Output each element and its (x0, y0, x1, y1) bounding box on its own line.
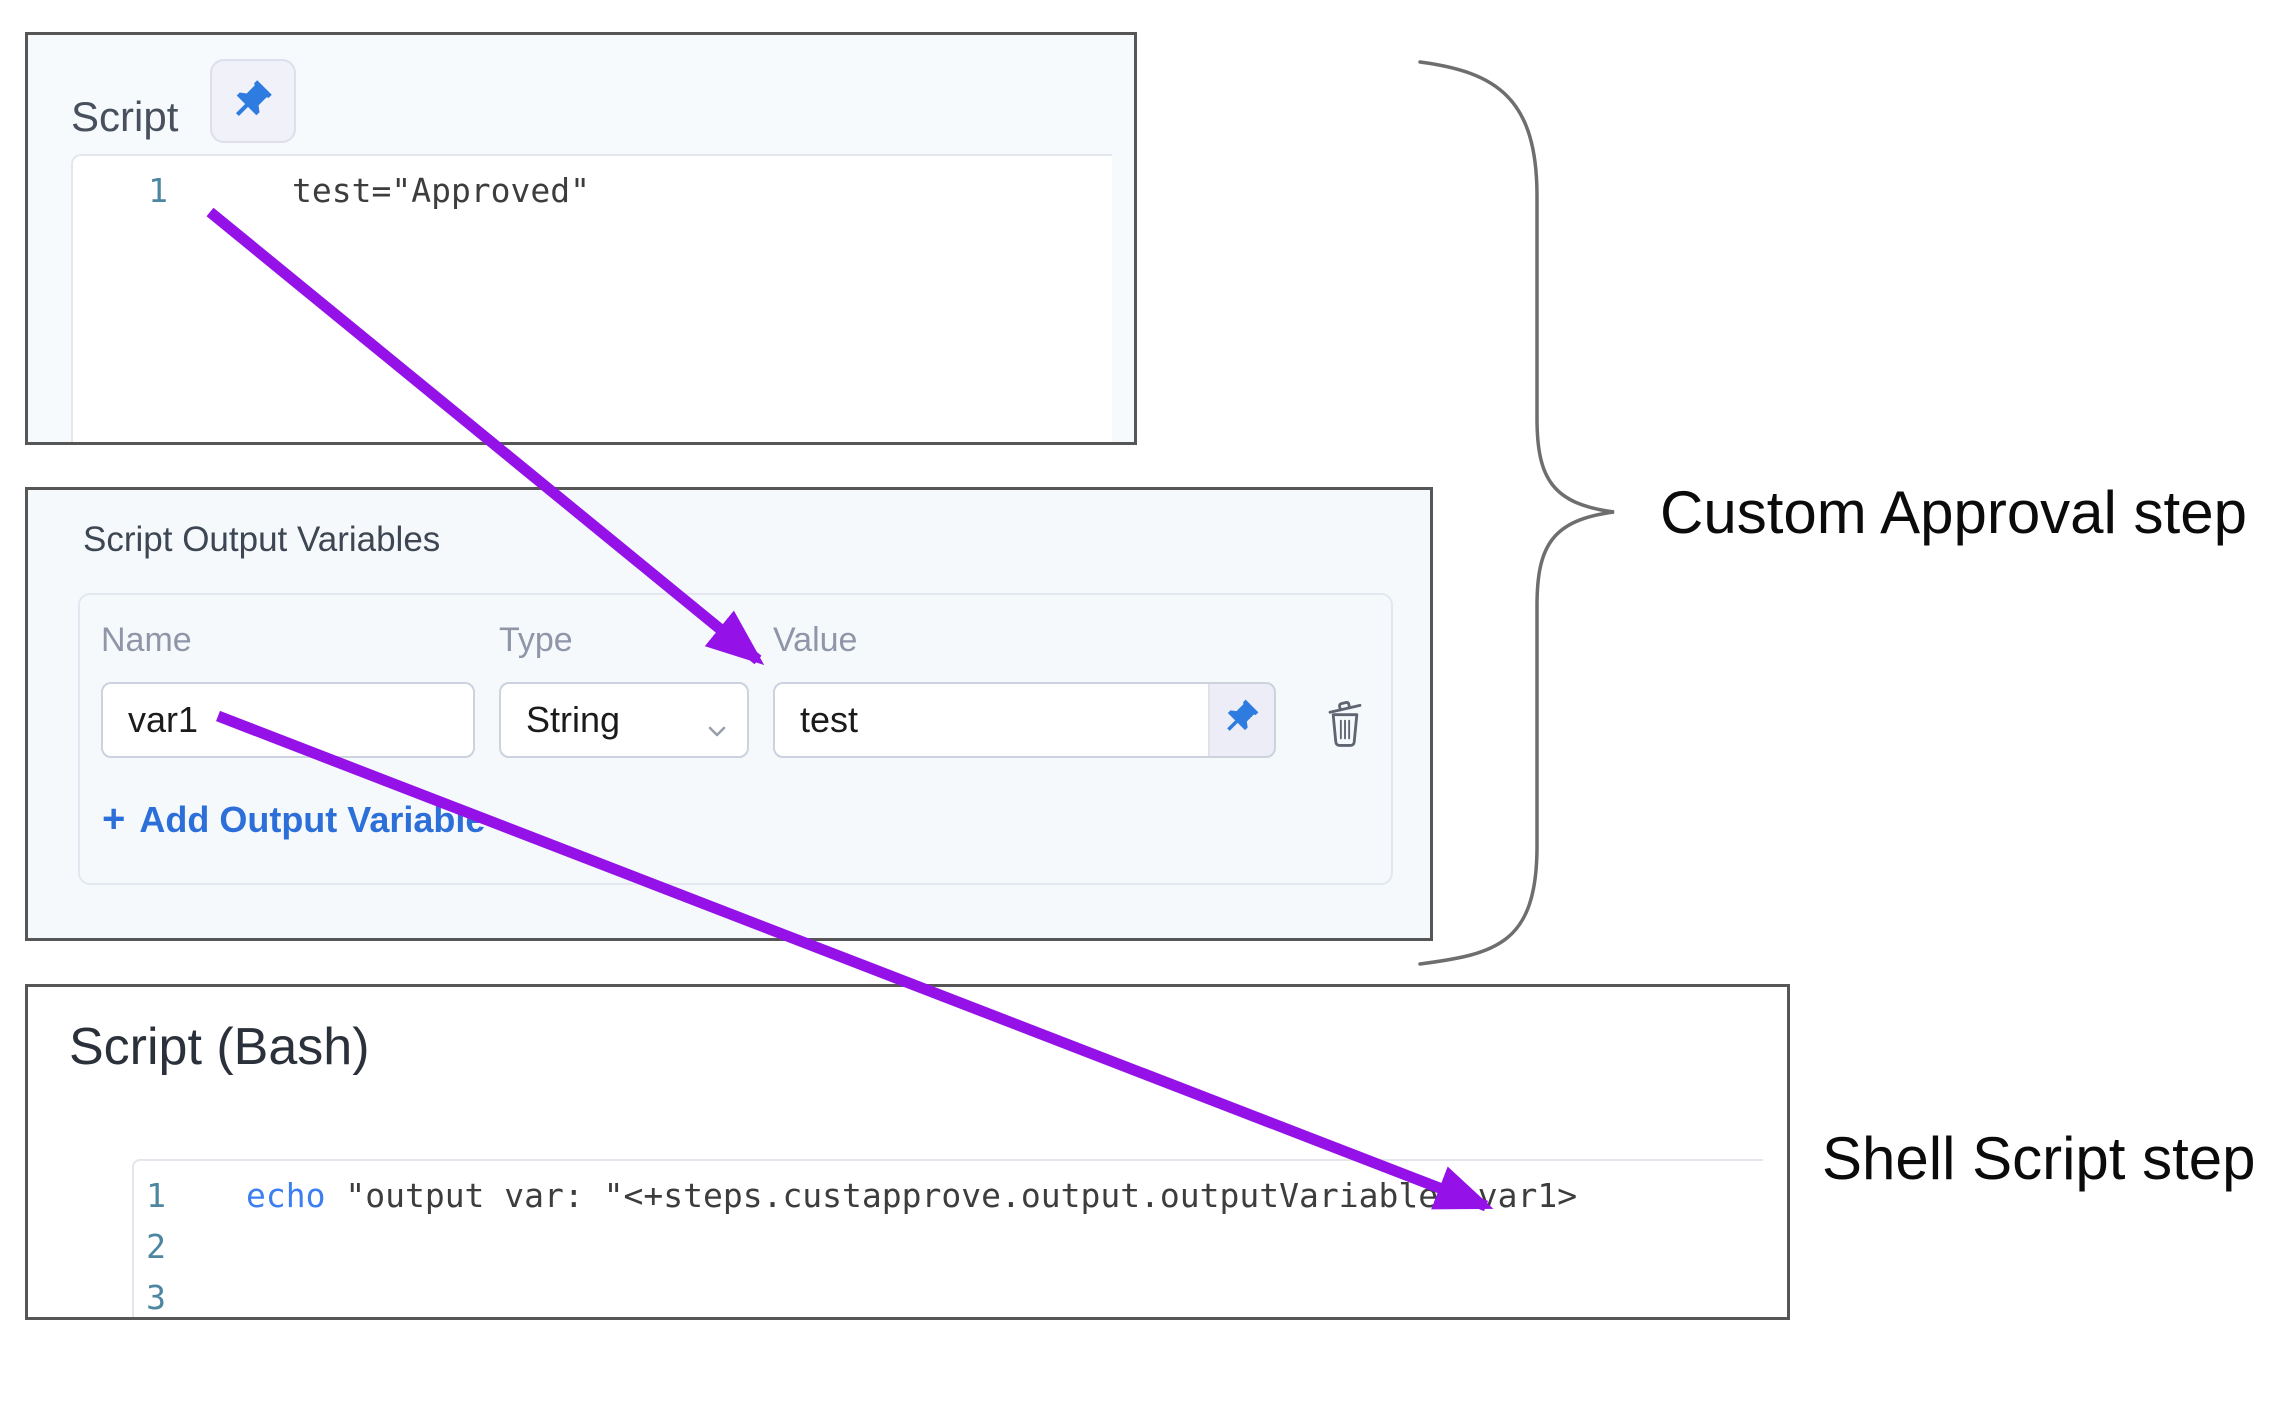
code-rest: "output var: "<+steps.custapprove.output… (325, 1176, 1578, 1215)
trash-icon (1322, 697, 1368, 754)
code-line: 1 echo "output var: "<+steps.custapprove… (134, 1170, 1763, 1221)
line-number: 1 (146, 1176, 166, 1215)
variable-value-input[interactable]: test (773, 682, 1276, 758)
add-output-variable-button[interactable]: + Add Output Variable (102, 797, 485, 842)
output-variables-fieldset: Name Type Value var1 String test (78, 593, 1393, 885)
value-column-label: Value (773, 621, 858, 659)
pushpin-icon (1222, 696, 1262, 745)
delete-variable-button[interactable] (1322, 699, 1368, 751)
custom-approval-step-label: Custom Approval step (1660, 479, 2247, 546)
code-text: test="Approved" (292, 171, 591, 210)
variable-name-input[interactable]: var1 (101, 682, 475, 758)
line-number: 1 (148, 171, 168, 210)
code-line: 3 (134, 1272, 1763, 1317)
bash-code-editor[interactable]: 1 echo "output var: "<+steps.custapprove… (132, 1159, 1763, 1317)
shell-script-step-label: Shell Script step (1822, 1125, 2256, 1192)
code-line: 2 (134, 1221, 1763, 1272)
variable-type-select[interactable]: String (499, 682, 749, 758)
type-column-label: Type (499, 621, 573, 659)
script-output-variables-panel: Script Output Variables Name Type Value … (25, 487, 1433, 941)
variable-value-text: test (775, 684, 1210, 756)
variable-name-value: var1 (128, 699, 199, 740)
pushpin-icon (230, 76, 276, 127)
line-number: 3 (146, 1278, 166, 1317)
add-output-variable-label: Add Output Variable (139, 799, 486, 840)
plus-icon: + (102, 797, 126, 841)
echo-keyword: echo (246, 1176, 326, 1215)
script-code-editor[interactable]: 1 test="Approved" (71, 154, 1112, 442)
code-line: 1 test="Approved" (73, 165, 1112, 216)
script-bash-panel: Script (Bash) 1 echo "output var: "<+ste… (25, 984, 1790, 1320)
line-number: 2 (146, 1227, 166, 1266)
curly-brace (1418, 60, 1615, 966)
script-pin-button[interactable] (210, 59, 296, 143)
name-column-label: Name (101, 621, 192, 659)
chevron-down-icon (705, 710, 729, 752)
script-panel-title: Script (71, 93, 179, 140)
code-text: echo "output var: "<+steps.custapprove.o… (246, 1170, 1577, 1221)
value-pin-button[interactable] (1210, 684, 1274, 756)
sov-panel-title: Script Output Variables (83, 520, 441, 559)
script-panel: Script 1 test="Approved" (25, 32, 1137, 445)
bash-panel-title: Script (Bash) (69, 1018, 370, 1076)
